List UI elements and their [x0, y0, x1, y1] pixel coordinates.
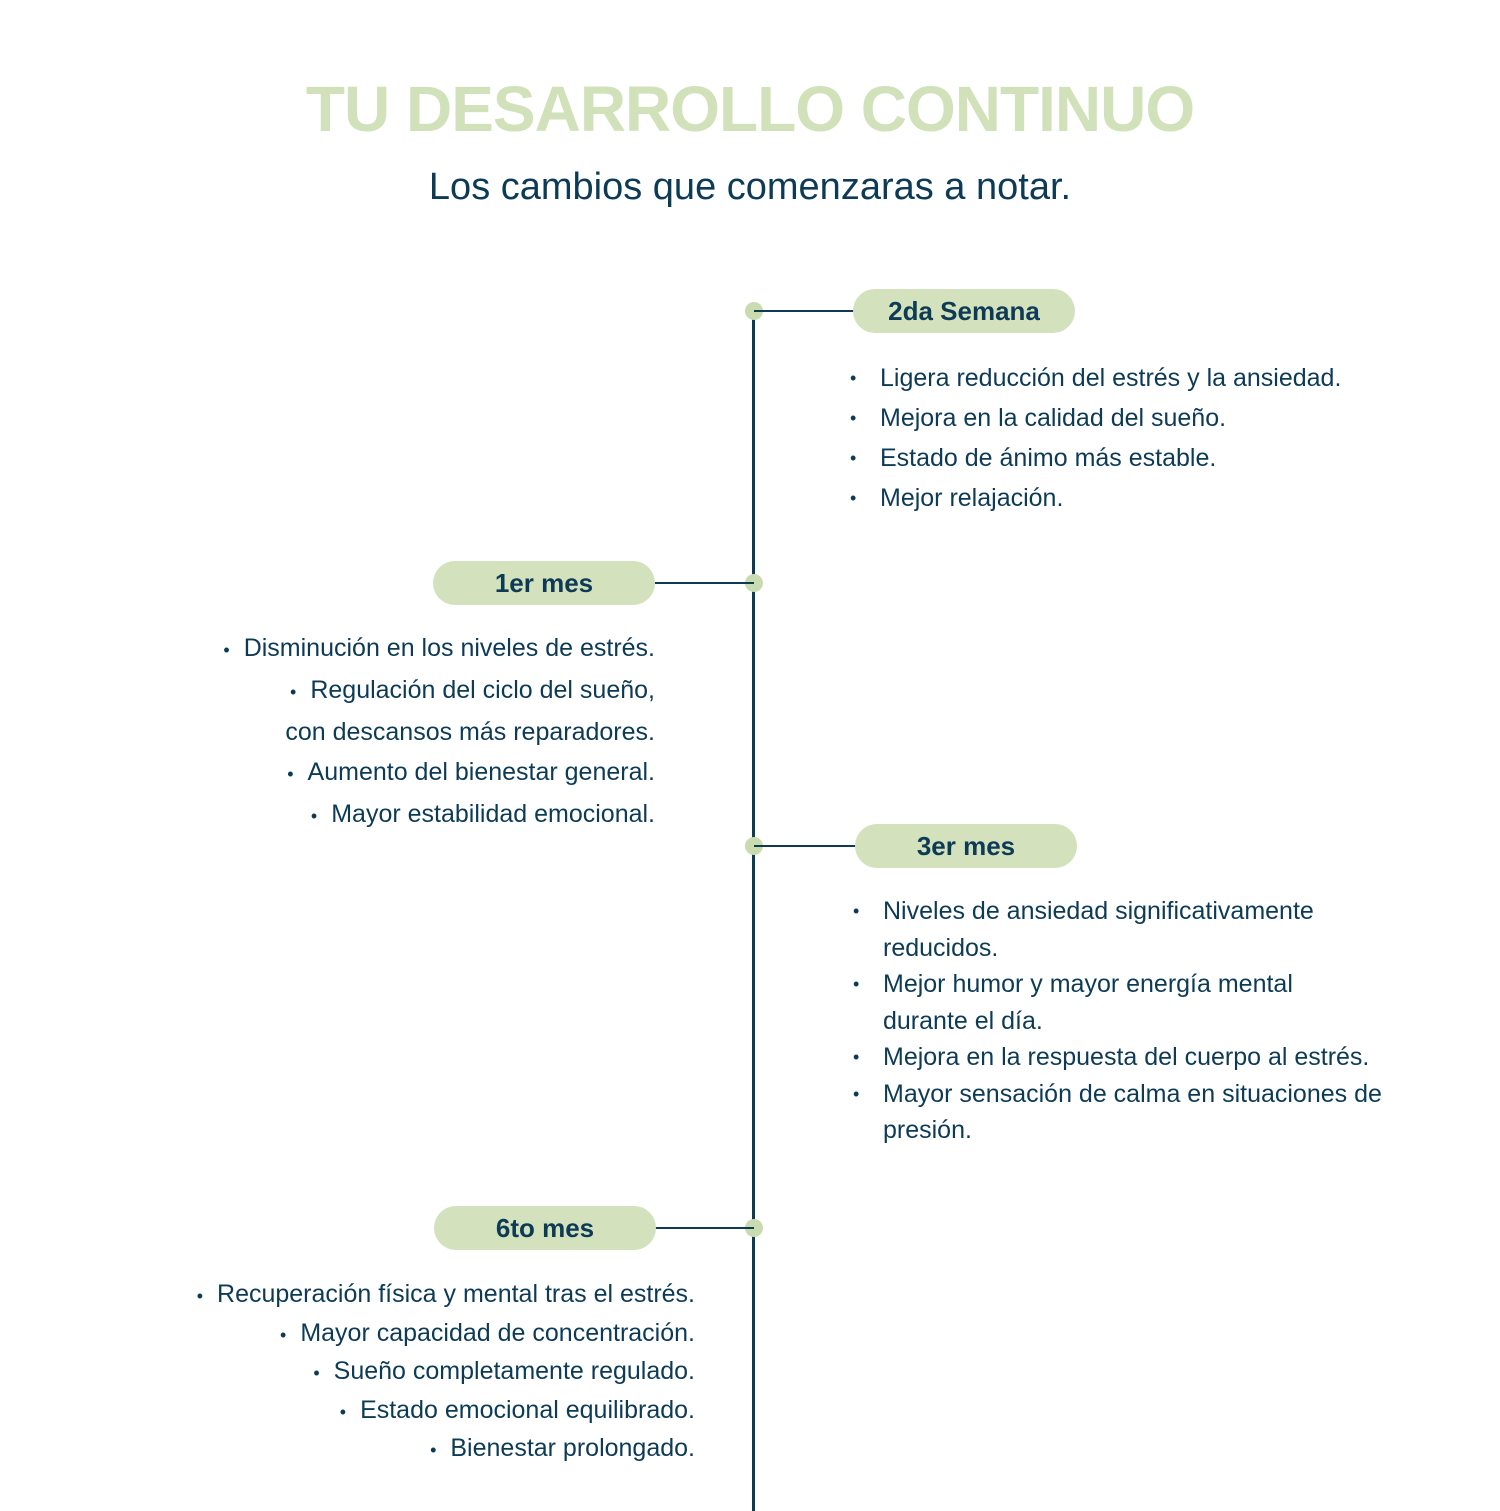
- list-item-text: Estado emocional equilibrado.: [360, 1395, 695, 1424]
- milestone-3er-mes: 3er mes: [855, 824, 1077, 868]
- connector-line: [754, 845, 856, 847]
- list-item: •Regulación del ciclo del sueño,: [290, 676, 655, 704]
- timeline-dot: [745, 1219, 763, 1237]
- list-item: Mejor relajación.: [850, 478, 1341, 518]
- milestone-2da-semana: 2da Semana: [853, 289, 1075, 333]
- list-item: •Aumento del bienestar general.: [287, 758, 655, 786]
- list-item-text: Recuperación física y mental tras el est…: [217, 1280, 695, 1308]
- list-item-text: Aumento del bienestar general.: [307, 758, 655, 786]
- list-item: Estado de ánimo más estable.: [850, 438, 1341, 478]
- list-item: Mejora en la calidad del sueño.: [850, 398, 1341, 438]
- list-item: Mejora en la respuesta del cuerpo al est…: [853, 1039, 1453, 1076]
- milestone-3er-mes-list: Niveles de ansiedad significativamente r…: [853, 893, 1453, 1149]
- list-item: Mejor humor y mayor energía mental duran…: [853, 966, 1363, 1039]
- list-item-text: Sueño completamente regulado.: [333, 1357, 695, 1385]
- list-item: Ligera reducción del estrés y la ansieda…: [850, 358, 1341, 398]
- list-item-text: Mayor estabilidad emocional.: [331, 800, 655, 828]
- timeline-dot: [745, 574, 763, 592]
- list-item-text: Regulación del ciclo del sueño,: [310, 676, 655, 704]
- list-item: •Recuperación física y mental tras el es…: [196, 1280, 695, 1308]
- page-subtitle: Los cambios que comenzaras a notar.: [428, 166, 1072, 208]
- list-item: •Mayor estabilidad emocional.: [310, 800, 655, 828]
- milestone-6to-mes: 6to mes: [434, 1206, 656, 1250]
- list-item-text: Disminución en los niveles de estrés.: [243, 634, 655, 662]
- list-item: •Sueño completamente regulado.: [313, 1357, 695, 1385]
- timeline-line: [752, 311, 755, 1511]
- list-item-continued: con descansos más reparadores.: [285, 718, 655, 746]
- list-item: Mayor sensación de calma en situaciones …: [853, 1076, 1413, 1149]
- milestone-2da-semana-list: Ligera reducción del estrés y la ansieda…: [850, 358, 1341, 518]
- connector-line: [754, 310, 854, 312]
- list-item: •Mayor capacidad de concentración.: [280, 1318, 695, 1347]
- milestone-6to-mes-list: •Recuperación física y mental tras el es…: [197, 1276, 695, 1469]
- list-item: •Bienestar prolongado.: [430, 1434, 695, 1462]
- list-item-text: Mayor capacidad de concentración.: [300, 1318, 695, 1347]
- milestone-1er-mes: 1er mes: [433, 561, 655, 605]
- connector-line: [655, 1227, 754, 1229]
- page-title: TU DESARROLLO CONTINUO: [305, 73, 1195, 145]
- list-item-text: Bienestar prolongado.: [450, 1434, 695, 1462]
- connector-line: [655, 582, 754, 584]
- list-item: Niveles de ansiedad significativamente r…: [853, 893, 1383, 966]
- milestone-1er-mes-list: •Disminución en los niveles de estrés. •…: [223, 628, 655, 836]
- list-item: •Estado emocional equilibrado.: [339, 1395, 695, 1424]
- list-item: •Disminución en los niveles de estrés.: [223, 634, 655, 662]
